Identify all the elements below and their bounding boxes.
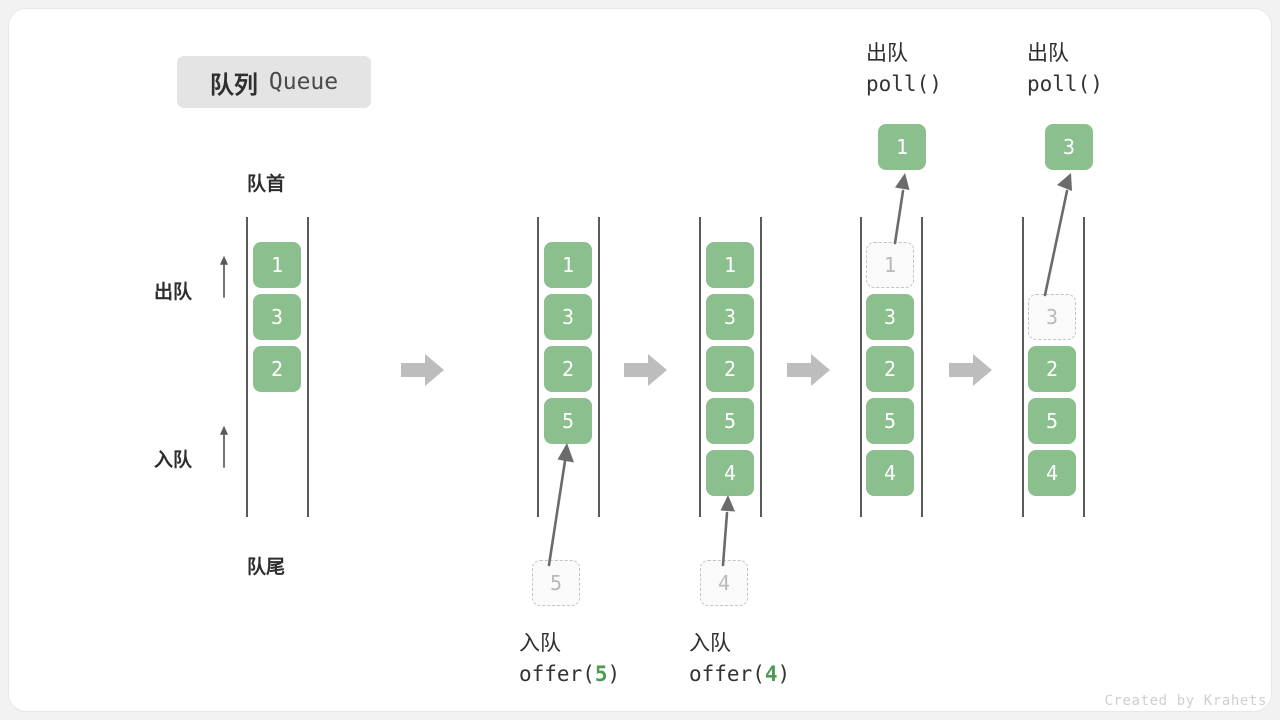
queue-rail-left	[537, 217, 539, 517]
code-argument: 5	[594, 662, 608, 687]
queue-item: 1	[706, 242, 754, 288]
queue-pending-item: 5	[532, 560, 580, 606]
enqueue-direction-label: 入队	[154, 450, 193, 471]
queue-head-label: 队首	[247, 174, 286, 195]
queue-rail-right	[921, 217, 923, 517]
code-prefix: offer(	[519, 662, 595, 687]
enqueue-caption-cn: 入队	[519, 632, 561, 655]
queue-rail-right	[307, 217, 309, 517]
diagram-title-cn: 队列	[209, 71, 258, 99]
queue-item: 4	[1028, 450, 1076, 496]
diagram-title-chip: 队列 Queue	[177, 56, 371, 108]
queue-rail-left	[1022, 217, 1024, 517]
enqueue-caption-code: offer(4)	[689, 659, 790, 689]
queue-item: 5	[544, 398, 592, 444]
step-arrow-icon	[787, 354, 830, 386]
enqueue-caption-code: offer(5)	[519, 659, 620, 689]
enqueue-caption-5: 入队 offer(5)	[519, 629, 620, 690]
queue-dequeued-slot: 1	[866, 242, 914, 288]
dequeue-caption-code: poll()	[1027, 69, 1103, 99]
watermark: Created by Krahets	[1104, 693, 1267, 709]
code-suffix: )	[777, 662, 791, 687]
queue-rail-right	[760, 217, 762, 517]
queue-dequeued-slot: 3	[1028, 294, 1076, 340]
enqueue-motion-arrow-icon	[720, 495, 735, 567]
queue-item: 3	[866, 294, 914, 340]
dequeue-caption-cn: 出队	[866, 42, 908, 65]
queue-rail-right	[598, 217, 600, 517]
enqueue-caption-4: 入队 offer(4)	[689, 629, 790, 690]
dequeue-caption-3: 出队 poll()	[1027, 39, 1103, 100]
step-arrow-icon	[401, 354, 444, 386]
queue-tail-label: 队尾	[247, 557, 286, 578]
dequeue-caption-1: 出队 poll()	[866, 39, 942, 100]
queue-item: 2	[544, 346, 592, 392]
dequeue-direction-arrow-icon	[219, 255, 229, 298]
queue-rail-left	[246, 217, 248, 517]
queue-item: 2	[253, 346, 301, 392]
queue-rail-left	[860, 217, 862, 517]
queue-item: 3	[706, 294, 754, 340]
dequeue-caption-cn: 出队	[1027, 42, 1069, 65]
step-arrow-icon	[624, 354, 667, 386]
queue-item: 5	[1028, 398, 1076, 444]
enqueue-motion-arrow-icon	[547, 443, 574, 567]
queue-item: 5	[706, 398, 754, 444]
queue-item: 5	[866, 398, 914, 444]
diagram-card: 队列 Queue 队首 队尾 出队 入队 1 3 2	[8, 8, 1272, 712]
dequeue-direction-label: 出队	[154, 282, 193, 303]
queue-item: 4	[706, 450, 754, 496]
queue-popped-item: 1	[878, 124, 926, 170]
queue-item: 2	[1028, 346, 1076, 392]
code-suffix: )	[929, 72, 942, 97]
diagram-title-en: Queue	[268, 69, 339, 95]
queue-item: 1	[544, 242, 592, 288]
queue-item: 2	[866, 346, 914, 392]
enqueue-direction-arrow-icon	[219, 425, 229, 468]
diagram-canvas: 队列 Queue 队首 队尾 出队 入队 1 3 2	[9, 9, 1271, 711]
dequeue-caption-code: poll()	[866, 69, 942, 99]
code-suffix: )	[607, 662, 621, 687]
queue-pending-item: 4	[700, 560, 748, 606]
queue-item: 3	[544, 294, 592, 340]
code-argument: 4	[764, 662, 778, 687]
code-prefix: poll(	[1027, 72, 1091, 97]
queue-rail-right	[1083, 217, 1085, 517]
queue-popped-item: 3	[1045, 124, 1093, 170]
step-arrow-icon	[949, 354, 992, 386]
dequeue-motion-arrow-icon	[893, 173, 910, 245]
queue-item: 1	[253, 242, 301, 288]
code-prefix: offer(	[689, 662, 765, 687]
queue-rail-left	[699, 217, 701, 517]
enqueue-caption-cn: 入队	[689, 632, 731, 655]
queue-item: 2	[706, 346, 754, 392]
code-prefix: poll(	[866, 72, 930, 97]
queue-item: 3	[253, 294, 301, 340]
dequeue-motion-arrow-icon	[1043, 173, 1072, 297]
queue-item: 4	[866, 450, 914, 496]
code-suffix: )	[1090, 72, 1103, 97]
